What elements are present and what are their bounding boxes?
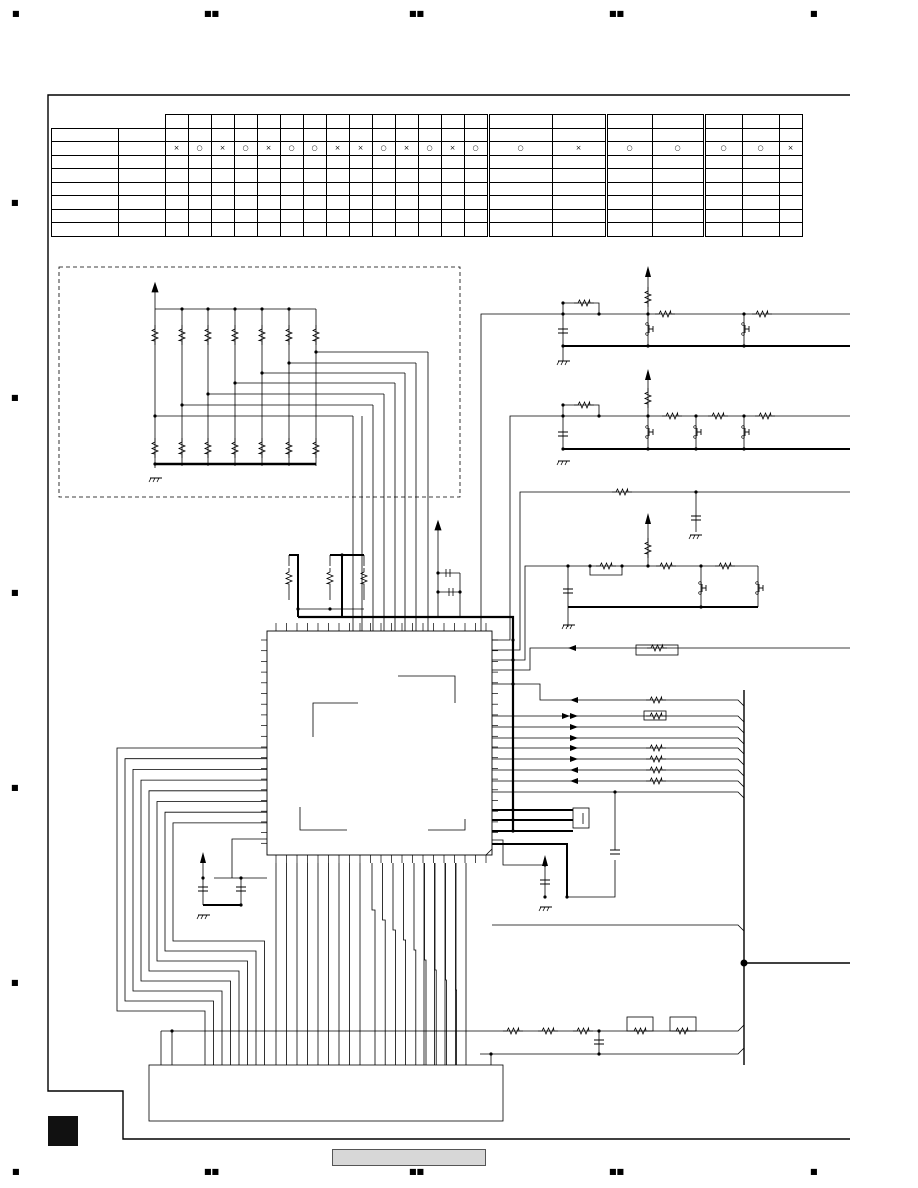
grid-marker-bottom-4: ■■ xyxy=(609,1167,625,1176)
grid-marker-left-3: ■ xyxy=(11,588,19,597)
grid-marker-top-2: ■■ xyxy=(204,9,220,18)
signal-trace xyxy=(424,863,427,1065)
signal-trace xyxy=(164,811,267,1065)
grid-marker-bottom-2: ■■ xyxy=(204,1167,220,1176)
signal-trace xyxy=(434,863,437,1065)
grid-marker-top-1: ■ xyxy=(12,9,20,18)
config-table: × ○ × ○ × ○ ○ × × ○ × ○ × ○ ○ × ○ ○ ○ ○ … xyxy=(51,114,803,237)
grid-marker-left-1: ■ xyxy=(11,198,19,207)
signal-trace xyxy=(455,863,458,1065)
signal-trace xyxy=(156,801,267,1065)
table-row xyxy=(51,181,803,196)
grid-marker-left-4: ■ xyxy=(11,783,19,792)
page-number-block xyxy=(48,1116,78,1146)
signal-trace xyxy=(172,822,267,1065)
grid-marker-top-5: ■ xyxy=(810,9,818,18)
signal-trace xyxy=(445,863,447,1065)
table-row xyxy=(51,222,803,237)
grid-marker-left-2: ■ xyxy=(11,393,19,402)
signal-trace xyxy=(413,863,417,1065)
signal-trace xyxy=(382,863,386,1065)
table-row xyxy=(51,127,803,142)
signal-trace xyxy=(116,747,267,1065)
grid-marker-bottom-5: ■ xyxy=(810,1167,818,1176)
grid-marker-bottom-3: ■■ xyxy=(409,1167,425,1176)
signal-trace xyxy=(392,863,396,1065)
table-row xyxy=(51,195,803,210)
signal-trace xyxy=(132,769,267,1065)
footer-label-box xyxy=(332,1149,486,1166)
signal-trace xyxy=(148,790,267,1065)
grid-marker-bottom-1: ■ xyxy=(12,1167,20,1176)
grid-marker-top-4: ■■ xyxy=(609,9,625,18)
grid-marker-top-3: ■■ xyxy=(409,9,425,18)
signal-trace xyxy=(403,863,407,1065)
signal-trace xyxy=(140,779,267,1065)
table-row xyxy=(51,168,803,183)
signal-trace xyxy=(371,863,376,1065)
grid-marker-left-5: ■ xyxy=(11,978,19,987)
signal-trace xyxy=(124,758,267,1065)
